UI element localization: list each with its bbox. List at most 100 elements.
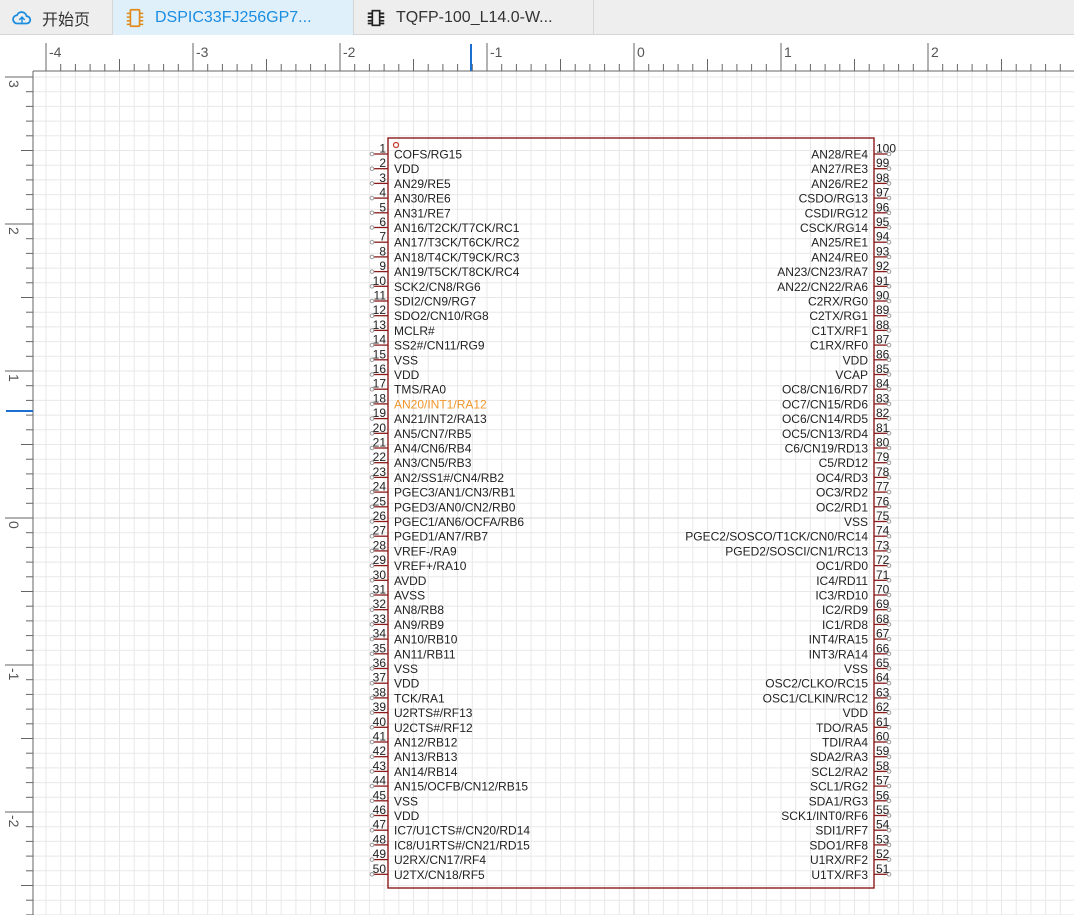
tab-footprint[interactable]: TQFP-100_L14.0-W... (354, 0, 594, 35)
tab-start-page[interactable]: 开始页 (0, 0, 113, 35)
tab-symbol[interactable]: DSPIC33FJ256GP7... (113, 0, 354, 35)
symbol-body[interactable] (387, 137, 875, 889)
